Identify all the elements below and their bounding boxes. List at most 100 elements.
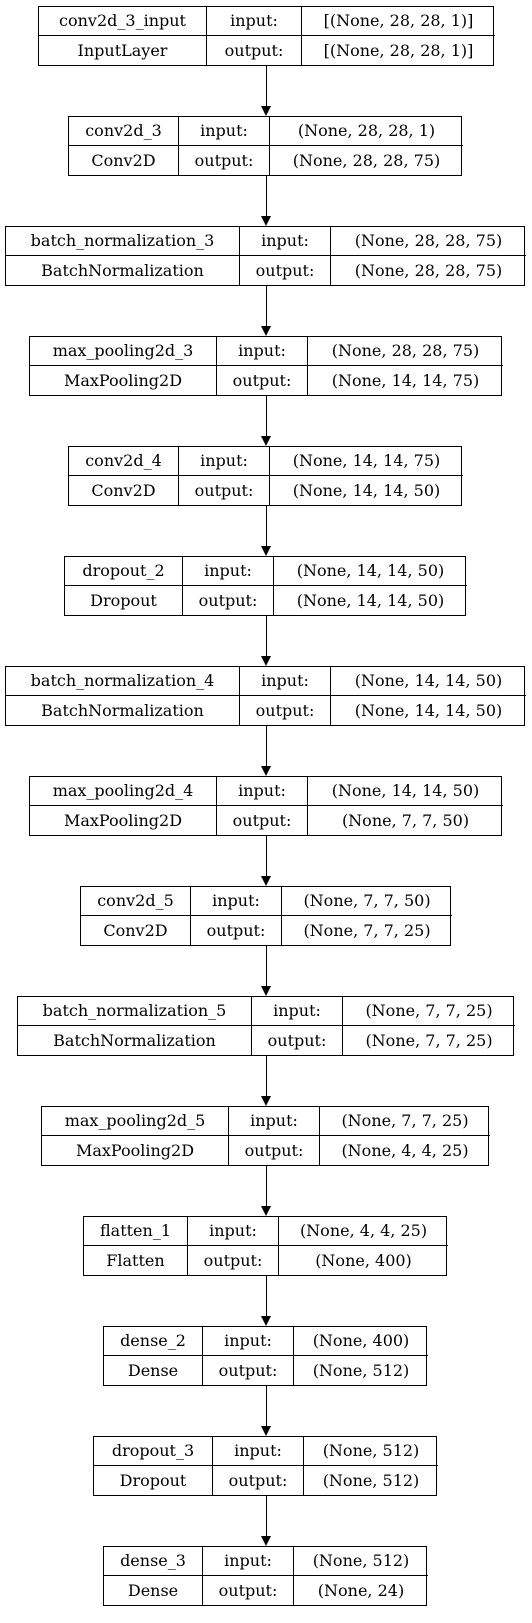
- arrow-down-icon: [261, 1206, 271, 1216]
- output-label: output:: [188, 1246, 279, 1275]
- layer-name: batch_normalization_4: [6, 667, 240, 696]
- arrow-down-icon: [261, 876, 271, 886]
- output-label: output:: [213, 1466, 304, 1495]
- output-label: output:: [207, 36, 302, 65]
- layer-name: batch_normalization_5: [18, 997, 252, 1026]
- layer-type: Conv2D: [81, 916, 191, 945]
- connector-line: [266, 616, 267, 656]
- output-shape: (None, 400): [315, 1250, 412, 1270]
- input-shape: (None, 14, 14, 50): [331, 667, 526, 696]
- layer-name: conv2d_3_input: [39, 7, 207, 36]
- output-label: output:: [229, 1136, 320, 1165]
- output-label: output:: [183, 586, 274, 615]
- output-shape: (None, 28, 28, 75): [292, 150, 441, 170]
- input-label: input:: [179, 117, 270, 146]
- input-shape: (None, 14, 14, 75): [270, 447, 463, 476]
- arrow-down-icon: [261, 986, 271, 996]
- output-label: output:: [191, 916, 282, 945]
- layer-type: MaxPooling2D: [30, 806, 217, 835]
- input-shape: (None, 28, 28, 1): [270, 117, 463, 146]
- arrow-down-icon: [261, 1426, 271, 1436]
- input-shape: (None, 7, 7, 25): [320, 1107, 490, 1136]
- input-label: input:: [183, 557, 274, 586]
- connector-line: [266, 1056, 267, 1096]
- layer-name: flatten_1: [84, 1217, 188, 1246]
- output-label: output:: [252, 1026, 343, 1055]
- output-shape: (None, 14, 14, 50): [296, 590, 445, 610]
- input-label: input:: [217, 337, 308, 366]
- input-label: input:: [203, 1327, 294, 1356]
- arrow-down-icon: [261, 1316, 271, 1326]
- input-shape: (None, 400): [294, 1327, 428, 1356]
- connector-line: [266, 286, 267, 326]
- connector-line: [266, 1496, 267, 1536]
- output-label: output:: [240, 696, 331, 725]
- output-shape: (None, 14, 14, 50): [292, 480, 441, 500]
- output-label: output:: [179, 476, 270, 505]
- arrow-down-icon: [261, 216, 271, 226]
- layer-name: max_pooling2d_3: [30, 337, 217, 366]
- output-shape: (None, 4, 4, 25): [341, 1140, 469, 1160]
- connector-line: [266, 836, 267, 876]
- layer-type: Dense: [104, 1356, 203, 1385]
- input-label: input:: [179, 447, 270, 476]
- output-shape: (None, 7, 7, 50): [341, 810, 470, 830]
- connector-line: [266, 396, 267, 436]
- output-shape: (None, 14, 14, 75): [331, 370, 480, 390]
- input-label: input:: [217, 777, 308, 806]
- connector-line: [266, 1386, 267, 1426]
- layer-type: MaxPooling2D: [42, 1136, 229, 1165]
- layer-name: conv2d_5: [81, 887, 191, 916]
- output-shape: (None, 14, 14, 50): [354, 700, 503, 720]
- layer-name: conv2d_4: [69, 447, 179, 476]
- input-shape: (None, 28, 28, 75): [308, 337, 503, 366]
- connector-line: [266, 726, 267, 766]
- arrow-down-icon: [261, 326, 271, 336]
- input-label: input:: [203, 1547, 294, 1576]
- layer-type: InputLayer: [39, 36, 207, 65]
- arrow-down-icon: [261, 656, 271, 666]
- input-shape: [(None, 28, 28, 1)]: [302, 7, 495, 36]
- layer-type: Conv2D: [69, 146, 179, 175]
- output-shape: (None, 28, 28, 75): [354, 260, 503, 280]
- input-label: input:: [213, 1437, 304, 1466]
- input-label: input:: [191, 887, 282, 916]
- layer-type: Dropout: [65, 586, 183, 615]
- input-shape: (None, 14, 14, 50): [274, 557, 467, 586]
- output-label: output:: [217, 366, 308, 395]
- arrow-down-icon: [261, 546, 271, 556]
- layer-name: dense_2: [104, 1327, 203, 1356]
- connector-line: [266, 1276, 267, 1316]
- connector-line: [266, 66, 267, 106]
- layer-name: dropout_2: [65, 557, 183, 586]
- output-label: output:: [217, 806, 308, 835]
- input-label: input:: [240, 667, 331, 696]
- input-shape: (None, 4, 4, 25): [279, 1217, 448, 1246]
- input-shape: (None, 7, 7, 25): [343, 997, 515, 1026]
- layer-name: dropout_3: [94, 1437, 213, 1466]
- input-shape: (None, 512): [304, 1437, 438, 1466]
- layer-name: batch_normalization_3: [6, 227, 240, 256]
- input-label: input:: [188, 1217, 279, 1246]
- layer-type: MaxPooling2D: [30, 366, 217, 395]
- output-shape: (None, 512): [322, 1470, 420, 1490]
- layer-name: conv2d_3: [69, 117, 179, 146]
- output-shape: (None, 7, 7, 25): [303, 920, 431, 940]
- layer-name: max_pooling2d_5: [42, 1107, 229, 1136]
- arrow-down-icon: [261, 766, 271, 776]
- input-shape: (None, 28, 28, 75): [331, 227, 526, 256]
- connector-line: [266, 176, 267, 216]
- input-shape: (None, 14, 14, 50): [308, 777, 503, 806]
- layer-type: Dense: [104, 1576, 203, 1605]
